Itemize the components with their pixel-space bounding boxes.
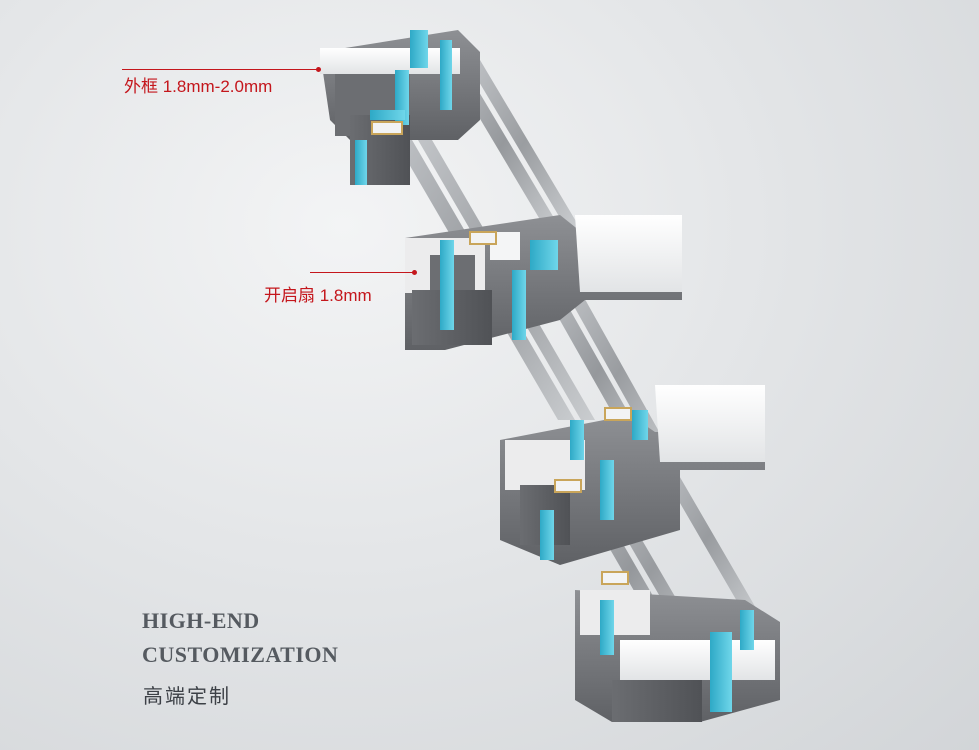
sash-callout-leader-line (310, 272, 414, 273)
tagline-line-1: HIGH-END (142, 608, 260, 633)
sash-profile-middle (405, 215, 682, 350)
outer-frame-callout-leader-line (122, 69, 318, 70)
mullion-profile-lower (500, 385, 765, 565)
sash-thickness-callout: 开启扇 1.8mm (264, 286, 372, 305)
tagline-chinese: 高端定制 (143, 686, 231, 708)
outer-frame-profile-bottom (575, 571, 780, 722)
tagline-english: HIGH-END CUSTOMIZATION (142, 604, 338, 672)
outer-frame-profile-top (320, 30, 480, 185)
glass-panes (395, 60, 760, 660)
sash-callout-dot (412, 270, 417, 275)
tagline-line-2: CUSTOMIZATION (142, 642, 339, 667)
outer-frame-callout-dot (316, 67, 321, 72)
outer-frame-thickness-callout: 外框 1.8mm-2.0mm (124, 77, 273, 96)
